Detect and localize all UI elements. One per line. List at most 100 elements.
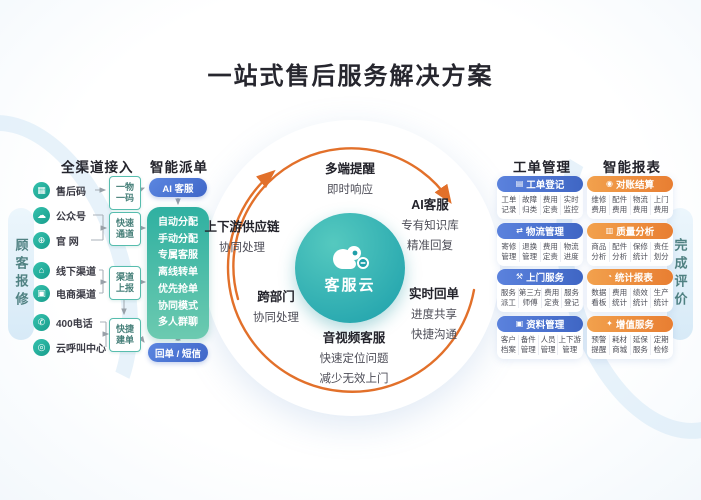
feature-cell[interactable]: 配件费用 [608,195,630,215]
mode-item[interactable]: 协同模式 [158,300,198,312]
group-statistics: ◔ 统计报表 数据看板 费用统计 绩效统计 生产统计 [587,269,673,312]
channel-item-website[interactable]: ⊕ 官 网 [33,231,79,249]
group-data-management: ▣ 资料管理 客户档案 备件管理 人员管理 上下游管理 [497,316,583,359]
receipt-sms-pill[interactable]: 回单 / 短信 [148,343,208,362]
channel-label: 400电话 [56,318,93,330]
feature-cell[interactable]: 生产统计 [650,288,671,308]
group-header-data[interactable]: ▣ 资料管理 [497,316,583,332]
group-header-settlement[interactable]: ◉ 对账结算 [587,176,673,192]
feature-realtime-receipt: 实时回单 进度共享 快捷沟通 [408,287,460,341]
group-ticket-register: ▤ 工单登记 工单记录 故障归类 费用定责 实时监控 [497,176,583,219]
feature-av-service: 音视频客服 快速定位问题 减少无效上门 [319,331,389,385]
work-orders-header: 工单管理 [513,160,571,175]
feature-cell[interactable]: 服务派工 [500,288,516,307]
channel-item-cloud-call-center[interactable]: ◎ 云呼叫中心 [33,338,106,356]
bridge-one-code: 一物一码 [109,176,141,210]
truck-icon: ⇄ [516,226,523,235]
group-header-onsite[interactable]: ⚒ 上门服务 [497,269,583,285]
channels-header: 全渠道接入 [61,160,134,175]
feature-cell[interactable]: 数据看板 [591,288,607,307]
group-value-added: ✦ 增值服务 预警提醒 耗材商城 延保服务 定期检修 [587,316,673,359]
diamond-icon: ✦ [606,319,613,328]
hub-label: 客服云 [324,276,376,294]
feature-cell[interactable]: 上下游管理 [557,335,581,355]
channel-item-ecommerce[interactable]: ▣ 电商渠道 [33,284,96,302]
feature-cell[interactable]: 备件管理 [517,335,538,355]
channel-item-official-account[interactable]: ☁ 公众号 [33,206,86,224]
channel-label: 官 网 [56,236,79,248]
feature-cell[interactable]: 退换管理 [518,242,540,262]
feature-cell[interactable]: 寄修管理 [501,242,517,261]
channel-label: 线下渠道 [56,266,96,278]
feature-cell[interactable]: 上门费用 [650,195,671,215]
feature-cross-department: 跨部门 协同处理 [253,290,299,324]
group-header-logistics[interactable]: ⇄ 物流管理 [497,223,583,239]
feature-cell[interactable]: 实时监控 [560,195,581,215]
dispatch-header: 智能派单 [150,160,208,175]
feature-cell[interactable]: 定期检修 [650,335,671,355]
feature-cell[interactable]: 费用统计 [608,288,630,308]
feature-cell[interactable]: 物流进度 [560,242,581,262]
group-settlement: ◉ 对账结算 维修费用 配件费用 物流费用 上门费用 [587,176,673,219]
globe-icon: ⊕ [33,231,50,249]
channel-item-400-phone[interactable]: ✆ 400电话 [33,313,93,331]
headset-icon: ◎ [33,338,50,356]
store-icon: ⌂ [33,261,50,279]
channel-item-offline[interactable]: ⌂ 线下渠道 [33,261,96,279]
bar-chart-icon: ▥ [605,226,614,235]
dispatch-modes-panel: 自动分配 手动分配 专属客服 离线转单 优先抢单 协同模式 多人群聊 [147,207,209,339]
channel-label: 云呼叫中心 [56,343,106,355]
feature-cell[interactable]: 费用定责 [539,195,561,215]
phone-icon: ✆ [33,313,50,331]
group-quality-analysis: ▥ 质量分析 商品分析 配件分析 保修统计 责任划分 [587,223,673,266]
feature-cell[interactable]: 商品分析 [591,242,607,261]
feature-cell[interactable]: 服务登记 [561,288,581,308]
feature-cell[interactable]: 工单记录 [501,195,517,214]
chat-icon: ☁ [33,206,50,224]
group-header-value-added[interactable]: ✦ 增值服务 [587,316,673,332]
group-logistics: ⇄ 物流管理 寄修管理 退换管理 费用定责 物流进度 [497,223,583,266]
feature-cell[interactable]: 第三方师傅 [517,288,542,308]
feature-multi-terminal: 多端提醒 即时响应 [324,162,376,196]
customer-repair-tab: 顾客报修 [8,208,34,340]
mode-item[interactable]: 自动分配 [158,216,198,228]
customer-repair-label: 顾客报修 [13,238,29,310]
group-header-quality[interactable]: ▥ 质量分析 [587,223,673,239]
mode-item[interactable]: 专属客服 [158,250,198,262]
feature-cell[interactable]: 责任划分 [650,242,671,262]
feature-cell[interactable]: 物流费用 [629,195,651,215]
bridge-channel-report: 渠道上报 [109,266,141,300]
feature-cell[interactable]: 人员管理 [537,335,558,355]
feature-cell[interactable]: 预警提醒 [591,335,607,354]
feature-cell[interactable]: 维修费用 [591,195,607,214]
feature-cell[interactable]: 绩效统计 [629,288,651,308]
mode-item[interactable]: 多人群聊 [158,317,198,329]
service-cloud-hub[interactable]: 客服云 [295,213,405,323]
mode-item[interactable]: 优先抢单 [158,283,198,295]
channel-item-aftersale-code[interactable]: ▦ 售后码 [33,181,86,199]
channel-label: 公众号 [56,211,86,223]
reports-header: 智能报表 [603,160,661,175]
mode-item[interactable]: 手动分配 [158,233,198,245]
bridge-fast-channel: 快速通道 [109,212,141,246]
group-onsite-service: ⚒ 上门服务 服务派工 第三方师傅 费用定责 服务登记 [497,269,583,312]
register-icon: ▤ [515,179,524,188]
feature-cell[interactable]: 客户档案 [500,335,516,354]
wrench-icon: ⚒ [515,272,524,281]
group-header-ticket-register[interactable]: ▤ 工单登记 [497,176,583,192]
cloud-service-icon [333,245,369,269]
ai-service-pill[interactable]: AI 客服 [149,178,207,197]
feature-cell[interactable]: 耗材商城 [608,335,630,355]
coin-icon: ◉ [606,179,613,188]
feature-cell[interactable]: 配件分析 [608,242,630,262]
qr-code-icon: ▦ [33,181,50,199]
feature-cell[interactable]: 延保服务 [629,335,651,355]
group-header-statistics[interactable]: ◔ 统计报表 [587,269,673,285]
feature-cell[interactable]: 费用定责 [539,242,561,262]
feature-cell[interactable]: 费用定责 [541,288,561,308]
feature-cell[interactable]: 故障归类 [518,195,540,215]
mode-item[interactable]: 离线转单 [158,267,198,278]
feature-cell[interactable]: 保修统计 [629,242,651,262]
shop-icon: ▣ [33,284,50,302]
